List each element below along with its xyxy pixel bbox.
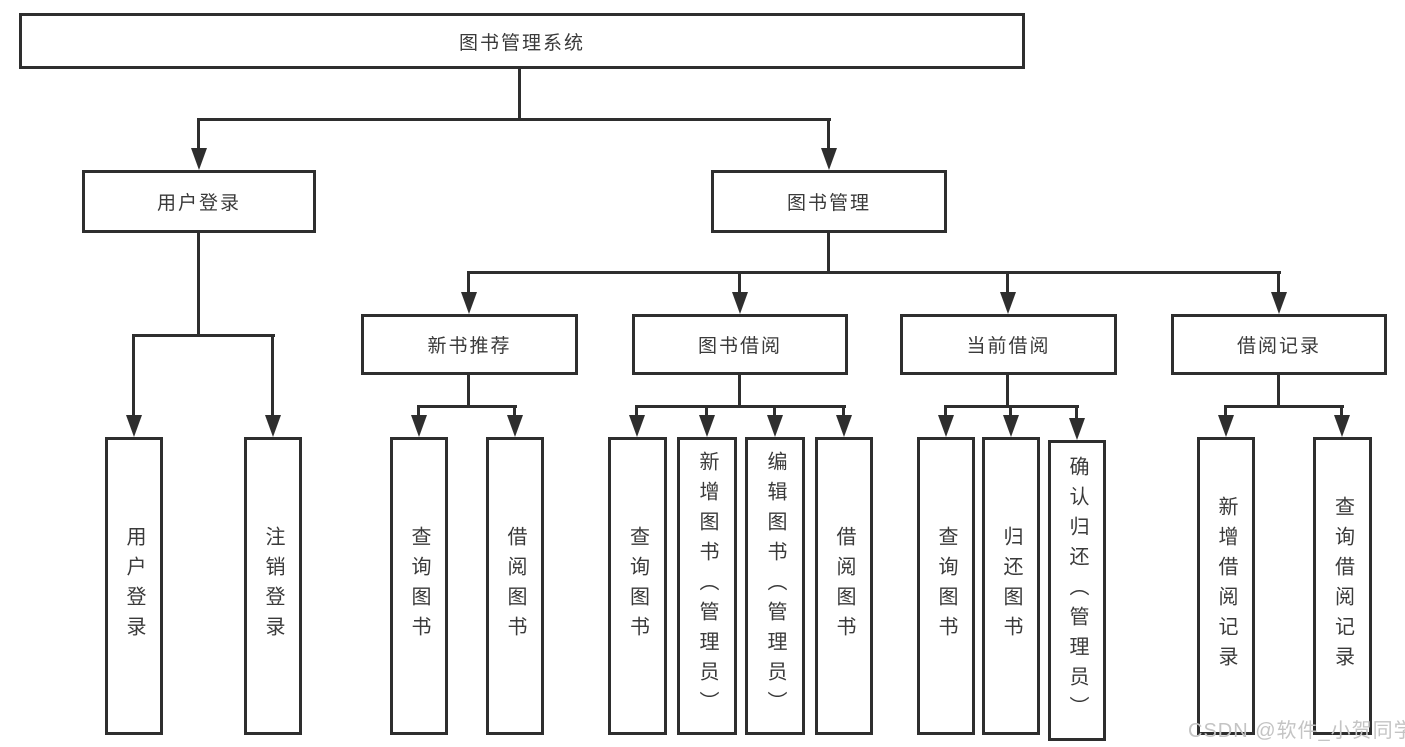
connector-line: [417, 405, 517, 408]
connector-line: [827, 118, 830, 150]
node-borrowing-records: 借阅记录: [1171, 314, 1387, 375]
arrowhead-down: [1003, 415, 1019, 437]
connector-line: [944, 405, 947, 417]
arrowhead-down: [938, 415, 954, 437]
csdn-watermark: CSDN @软件_小贺同学: [1188, 720, 1405, 742]
leaf-query-borrow-record: 查询借阅记录: [1313, 437, 1372, 735]
connector-line: [467, 271, 470, 294]
arrowhead-down: [836, 415, 852, 437]
arrowhead-down: [411, 415, 427, 437]
connector-line: [513, 405, 516, 417]
connector-line: [1224, 405, 1227, 417]
connector-line: [705, 405, 708, 417]
connector-line: [1009, 405, 1012, 417]
leaf-add-borrow-record: 新增借阅记录: [1197, 437, 1255, 735]
node-book-borrowing: 图书借阅: [632, 314, 848, 375]
connector-line: [842, 405, 845, 417]
arrowhead-down: [1069, 418, 1085, 440]
connector-line: [635, 405, 638, 417]
leaf-edit-books-admin: 编辑图书（管理员）: [745, 437, 805, 735]
arrowhead-down: [507, 415, 523, 437]
node-book-management: 图书管理: [711, 170, 947, 233]
connector-line: [1340, 405, 1343, 417]
arrowhead-down: [1000, 292, 1016, 314]
connector-line: [635, 405, 846, 408]
connector-line: [773, 405, 776, 417]
connector-line: [1075, 405, 1078, 420]
connector-line: [1277, 271, 1280, 294]
connector-line: [467, 375, 470, 408]
leaf-logout-login: 注销登录: [244, 437, 302, 735]
connector-line: [1006, 375, 1009, 408]
arrowhead-down: [265, 415, 281, 437]
connector-line: [197, 233, 200, 337]
connector-line: [467, 271, 1281, 274]
connector-line: [1006, 271, 1009, 294]
connector-line: [132, 334, 135, 417]
arrowhead-down: [1218, 415, 1234, 437]
connector-line: [197, 118, 831, 121]
arrowhead-down: [699, 415, 715, 437]
arrowhead-down: [1271, 292, 1287, 314]
leaf-return-books: 归还图书: [982, 437, 1040, 735]
connector-line: [738, 375, 741, 408]
connector-line: [738, 271, 741, 294]
connector-line: [518, 69, 521, 120]
arrowhead-down: [732, 292, 748, 314]
connector-line: [197, 118, 200, 150]
leaf-user-login: 用户登录: [105, 437, 163, 735]
leaf-borrow-books-recommend: 借阅图书: [486, 437, 544, 735]
leaf-confirm-return-admin: 确认归还（管理员）: [1048, 440, 1106, 741]
arrowhead-down: [629, 415, 645, 437]
arrowhead-down: [767, 415, 783, 437]
arrowhead-down: [191, 148, 207, 170]
node-user-login-branch: 用户登录: [82, 170, 316, 233]
connector-line: [132, 334, 275, 337]
connector-line: [271, 334, 274, 417]
connector-line: [1224, 405, 1344, 408]
connector-line: [827, 233, 830, 274]
arrowhead-down: [126, 415, 142, 437]
connector-line: [417, 405, 420, 417]
node-new-book-recommend: 新书推荐: [361, 314, 578, 375]
leaf-query-books-recommend: 查询图书: [390, 437, 448, 735]
node-current-borrowing: 当前借阅: [900, 314, 1117, 375]
leaf-add-books-admin: 新增图书（管理员）: [677, 437, 737, 735]
connector-line: [1277, 375, 1280, 408]
arrowhead-down: [1334, 415, 1350, 437]
leaf-query-books-current: 查询图书: [917, 437, 975, 735]
leaf-borrow-books-borrowing: 借阅图书: [815, 437, 873, 735]
leaf-query-books-borrowing: 查询图书: [608, 437, 667, 735]
arrowhead-down: [821, 148, 837, 170]
arrowhead-down: [461, 292, 477, 314]
node-book-management-system: 图书管理系统: [19, 13, 1025, 69]
